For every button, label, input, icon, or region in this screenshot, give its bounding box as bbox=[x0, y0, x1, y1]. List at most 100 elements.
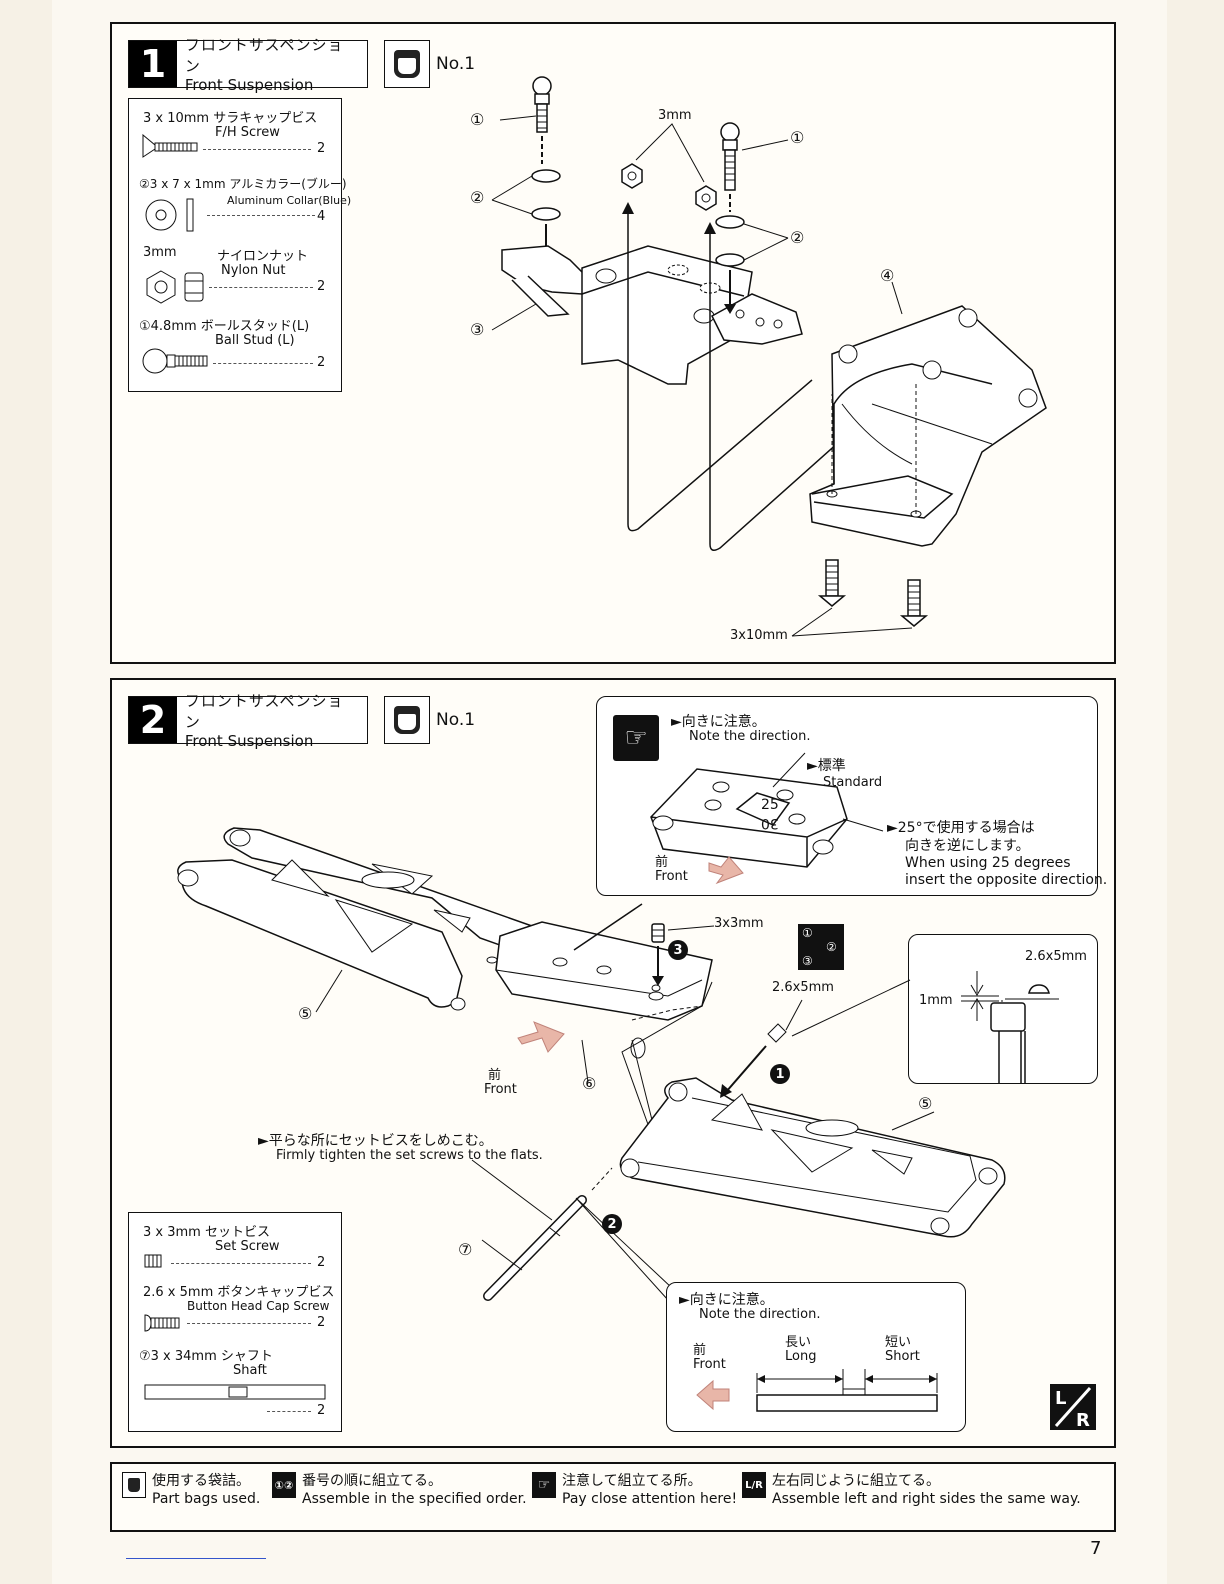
callout-5: ⑤ bbox=[298, 1004, 313, 1023]
flat-head-screw-icon bbox=[142, 133, 198, 158]
note-title-jp: ►向きに注意。 bbox=[671, 714, 766, 730]
part-name-jp: 2.6 x 5mm ボタンキャップビス bbox=[143, 1285, 335, 1300]
alt-en-1: When using 25 degrees bbox=[905, 855, 1071, 871]
callout-2: ② bbox=[790, 228, 805, 247]
front-en: Front bbox=[655, 869, 688, 884]
nylon-nut-icon bbox=[146, 270, 204, 304]
hand-icon: ☞ bbox=[532, 1472, 556, 1498]
step-title-jp: フロントサスペンション bbox=[184, 36, 344, 75]
direction-note-top: ☞ ►向きに注意。 Note the direction. ►標準 Standa… bbox=[596, 696, 1107, 896]
step-2-header: 2 フロントサスペンション Front Suspension bbox=[128, 692, 368, 750]
callout-7: ⑦ bbox=[458, 1240, 473, 1259]
part-name-en: F/H Screw bbox=[215, 125, 280, 140]
callout-2: ② bbox=[470, 188, 485, 207]
step-1-panel: 1 フロントサスペンション Front Suspension No.1 3 x … bbox=[110, 22, 1116, 664]
front-bulkhead-drawing bbox=[491, 76, 1047, 637]
bag-indicator: No.1 bbox=[384, 40, 475, 88]
step-number: 1 bbox=[129, 41, 177, 87]
bag-icon bbox=[122, 1472, 146, 1498]
collar-icon bbox=[145, 198, 194, 232]
svg-text:R: R bbox=[1076, 1410, 1090, 1431]
mark-25: 25 bbox=[761, 797, 779, 813]
direction-note-bottom: ►向きに注意。 Note the direction. 前 Front 長い L… bbox=[666, 1282, 966, 1432]
bag-number: No.1 bbox=[436, 710, 476, 730]
step-order-3: 3 bbox=[668, 940, 688, 960]
part-name-jp: ②3 x 7 x 1mm アルミカラー(ブルー) bbox=[139, 177, 347, 191]
part-name-jp: ①4.8mm ボールスタッド(L) bbox=[139, 319, 310, 334]
part-name-en: Aluminum Collar(Blue) bbox=[227, 194, 352, 207]
legend-item-attention: ☞ 注意して組立てる所。Pay close attention here! bbox=[532, 1472, 737, 1508]
part-name-en: Ball Stud (L) bbox=[215, 333, 295, 348]
part-name-jp: ⑦3 x 34mm シャフト bbox=[139, 1349, 273, 1364]
step-2-parts-list: 3 x 3mm セットビス Set Screw 2 2.6 x 5mm ボタンキ… bbox=[128, 1212, 342, 1432]
part-qty: 2 bbox=[317, 355, 326, 370]
shaft-icon bbox=[144, 1384, 326, 1400]
long-jp: 長い bbox=[785, 1335, 812, 1350]
flats-note-jp: ►平らな所にセットビスをしめこむ。 bbox=[258, 1133, 493, 1149]
callout-3: ③ bbox=[470, 320, 485, 339]
legend-item-lr: L/R 左右同じように組立てる。Assemble left and right … bbox=[742, 1472, 1081, 1508]
screw-size-label: 3x10mm bbox=[730, 628, 788, 643]
bag-indicator: No.1 bbox=[384, 696, 475, 744]
callout-5: ⑤ bbox=[918, 1094, 933, 1113]
step-title-jp: フロントサスペンション bbox=[184, 692, 344, 731]
front-jp: 前 bbox=[488, 1068, 502, 1083]
standard-jp: ►標準 bbox=[807, 758, 846, 774]
order-icon: ①② bbox=[272, 1472, 296, 1498]
callout-1: ① bbox=[470, 110, 485, 129]
bag-icon bbox=[394, 50, 420, 78]
standard-en: Standard bbox=[823, 775, 883, 790]
part-name-en: Nylon Nut bbox=[221, 263, 286, 278]
note-title-jp: ►向きに注意。 bbox=[679, 1292, 774, 1308]
legend-item-bag: 使用する袋詰。Part bags used. bbox=[122, 1472, 260, 1508]
flats-note-en: Firmly tighten the set screws to the fla… bbox=[276, 1148, 543, 1163]
lr-icon: L/R bbox=[742, 1472, 766, 1498]
page-number: 7 bbox=[1090, 1538, 1102, 1559]
suspension-arm-assembly-drawing bbox=[177, 827, 1006, 1301]
hand-icon: ☞ bbox=[613, 715, 659, 761]
short-en: Short bbox=[885, 1349, 920, 1364]
step-1-header: 1 フロントサスペンション Front Suspension bbox=[128, 36, 368, 94]
part-qty: 4 bbox=[317, 209, 326, 224]
nut-size-label: 3mm bbox=[658, 108, 692, 123]
step-title-en: Front Suspension bbox=[184, 732, 314, 750]
detail-screw-label: 2.6x5mm bbox=[1025, 949, 1087, 964]
bag-icon bbox=[394, 706, 420, 734]
front-jp: 前 bbox=[655, 855, 669, 870]
part-name-jp: 3 x 10mm サラキャップビス bbox=[143, 111, 318, 126]
step-1-parts-list: 3 x 10mm サラキャップビス F/H Screw 2 ②3 x 7 x 1… bbox=[128, 98, 351, 392]
part-qty: 2 bbox=[317, 1403, 326, 1418]
order-icon: ① ② ③ bbox=[798, 924, 844, 970]
buttonhead-label: 2.6x5mm bbox=[772, 980, 834, 995]
alt-jp-2: 向きを逆にします。 bbox=[905, 838, 1030, 854]
step-number: 2 bbox=[129, 697, 177, 743]
callout-6: ⑥ bbox=[582, 1074, 597, 1093]
short-jp: 短い bbox=[885, 1335, 912, 1350]
ball-stud-icon bbox=[142, 348, 208, 374]
part-name-jp: 3 x 3mm セットビス bbox=[143, 1225, 270, 1240]
part-size: 3mm bbox=[143, 245, 177, 260]
part-qty: 2 bbox=[317, 1255, 326, 1270]
footer-rule bbox=[126, 1558, 266, 1559]
svg-text:L: L bbox=[1055, 1388, 1066, 1409]
bag-number: No.1 bbox=[436, 54, 476, 74]
part-qty: 2 bbox=[317, 1315, 326, 1330]
part-qty: 2 bbox=[317, 279, 326, 294]
step-order-2: 2 bbox=[602, 1214, 622, 1234]
symbol-legend: 使用する袋詰。Part bags used. ①② 番号の順に組立てる。Asse… bbox=[110, 1462, 1116, 1532]
callout-4: ④ bbox=[880, 266, 895, 285]
front-en: Front bbox=[484, 1082, 517, 1097]
detail-drawing bbox=[961, 971, 1059, 1083]
suspension-mount-drawing bbox=[650, 752, 884, 885]
part-qty: 2 bbox=[317, 141, 326, 156]
step-order-1: 1 bbox=[770, 1064, 790, 1084]
alt-en-2: insert the opposite direction. bbox=[905, 872, 1108, 888]
note-title-en: Note the direction. bbox=[699, 1307, 821, 1322]
step-2-panel: 2 フロントサスペンション Front Suspension No.1 ☞ ►向… bbox=[110, 678, 1116, 1448]
set-screw-icon bbox=[144, 1254, 162, 1268]
part-name-jp: ナイロンナット bbox=[217, 249, 309, 264]
front-en: Front bbox=[693, 1357, 726, 1372]
long-en: Long bbox=[785, 1349, 817, 1364]
button-head-screw-icon bbox=[144, 1314, 180, 1332]
